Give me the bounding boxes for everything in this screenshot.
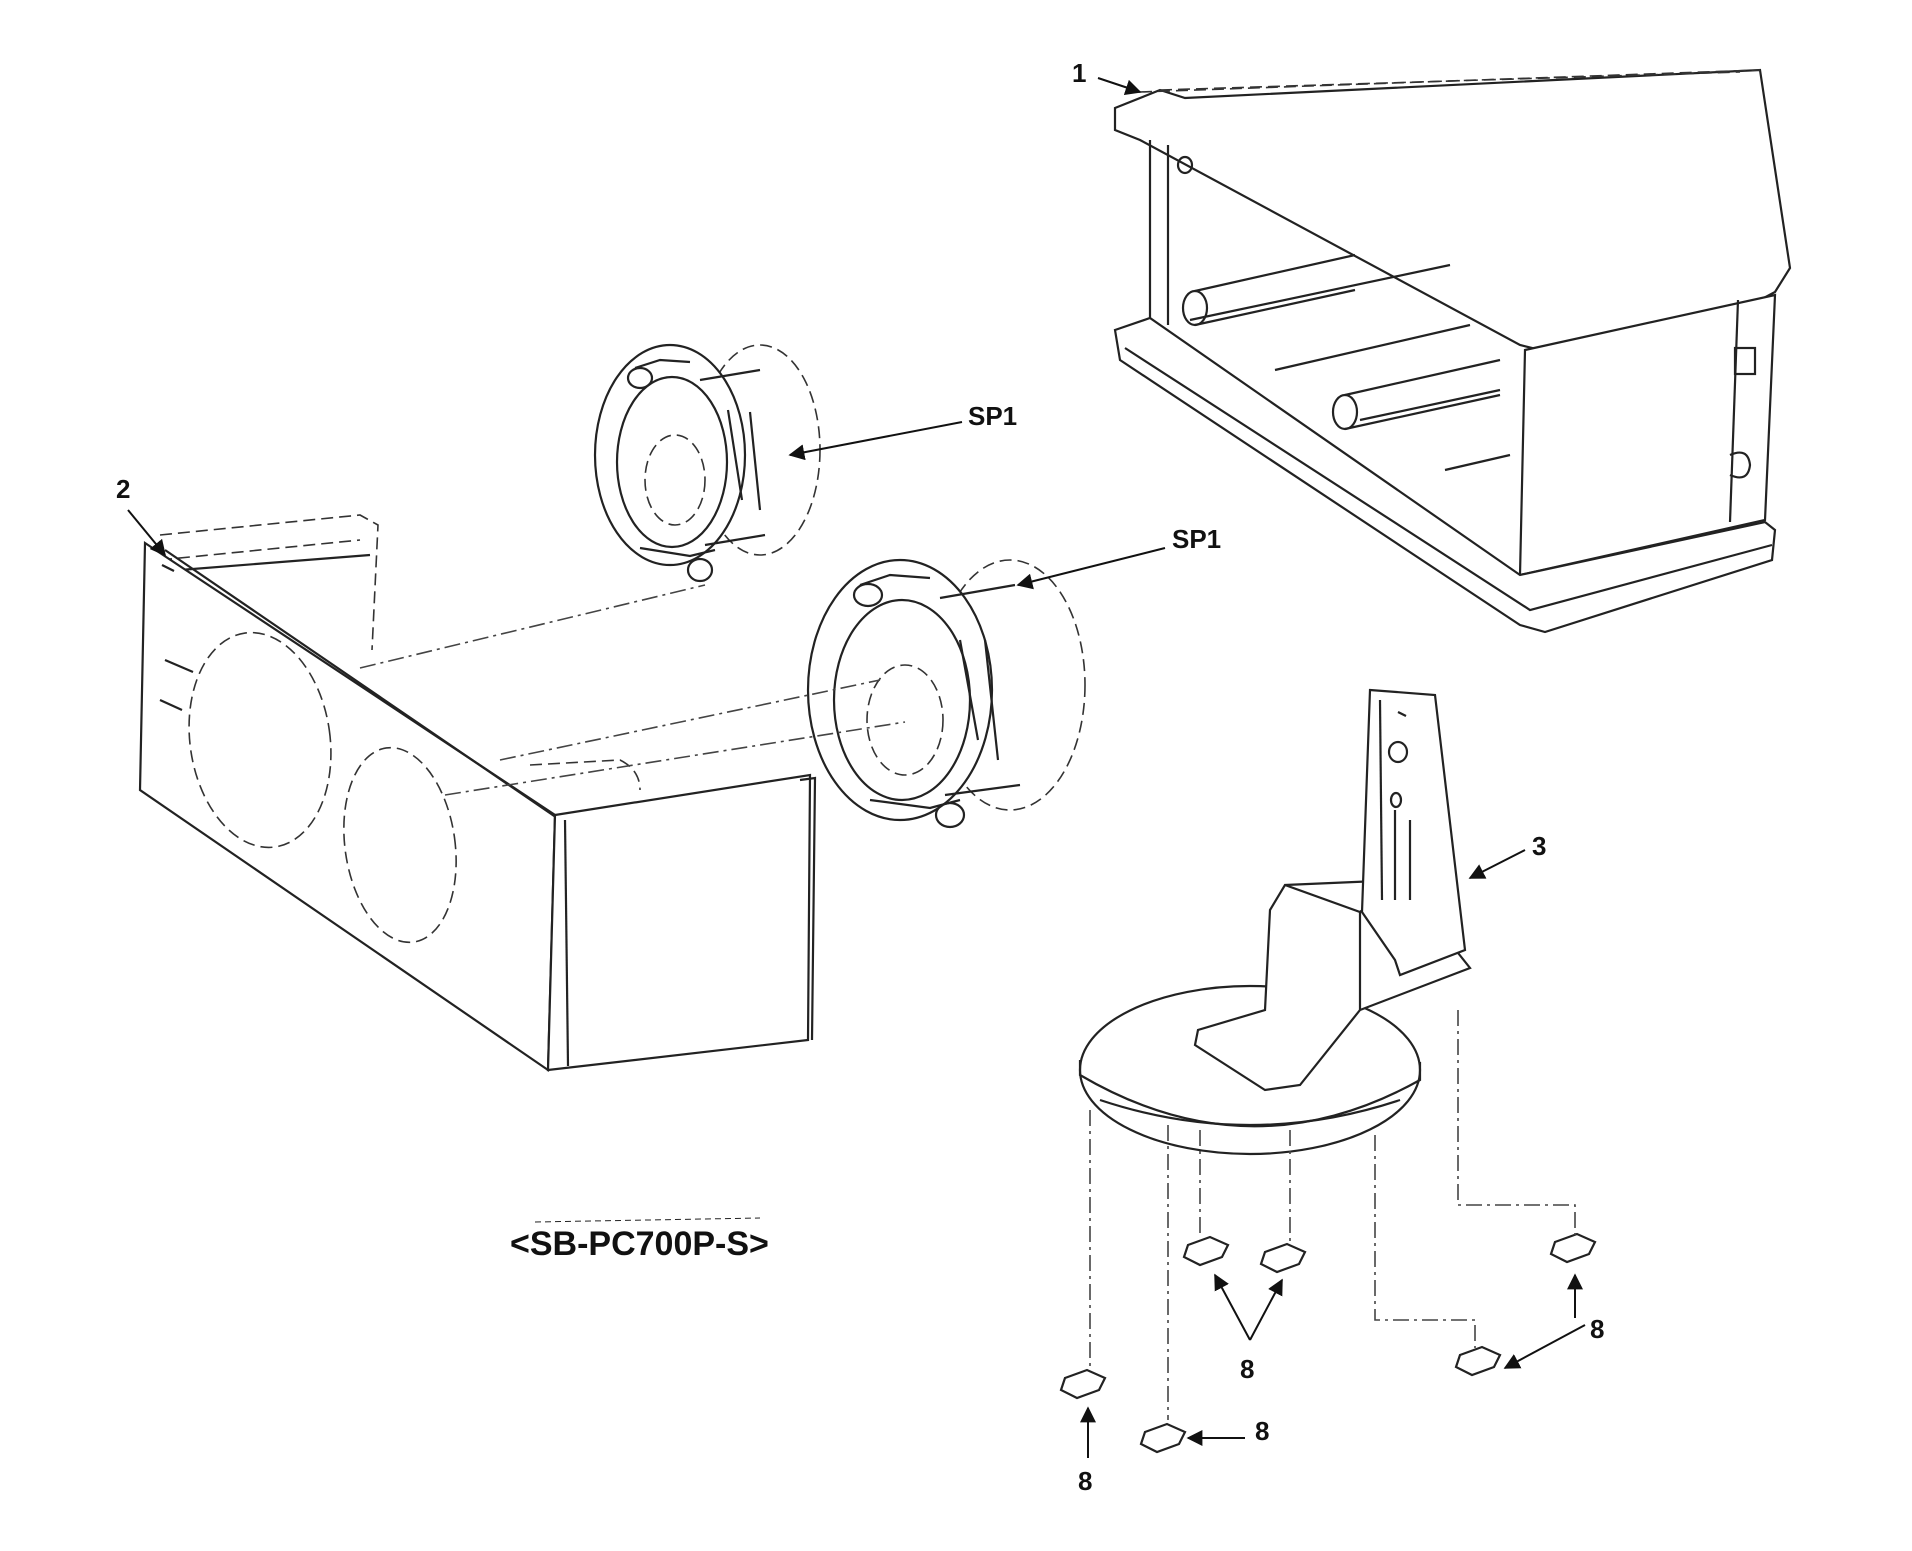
- enclosure-part: [1113, 68, 1792, 634]
- speaker-unit-lower: [806, 558, 1086, 829]
- callout-foot-right-group: 8: [1590, 1314, 1604, 1344]
- callout-stand: 3: [1532, 831, 1546, 861]
- callout-enclosure: 1: [1072, 58, 1086, 88]
- model-label-rule: [534, 1217, 761, 1223]
- callout-front-grille: 2: [116, 474, 130, 504]
- front-grille-part: [138, 514, 817, 1073]
- assembly-lines: [359, 584, 906, 796]
- callout-labels: 1 2 SP1 SP1 3 8 8 8 8: [116, 58, 1604, 1496]
- callout-foot-center-group: 8: [1240, 1354, 1254, 1384]
- foot-pad: [1059, 1368, 1107, 1400]
- stand-part: [1078, 688, 1472, 1156]
- foot-pad: [1182, 1235, 1230, 1267]
- callout-foot-bottom: 8: [1255, 1416, 1269, 1446]
- foot-assembly-lines: [1089, 1010, 1576, 1420]
- foot-pad: [1549, 1232, 1597, 1264]
- foot-pad: [1139, 1422, 1187, 1454]
- foot-pad: [1259, 1242, 1307, 1274]
- callout-foot-left: 8: [1078, 1466, 1092, 1496]
- callout-speaker-upper: SP1: [968, 401, 1017, 431]
- speaker-unit-upper: [593, 343, 821, 583]
- foot-pads: [1059, 1232, 1597, 1454]
- foot-pad: [1454, 1345, 1502, 1377]
- model-label: <SB-PC700P-S>: [510, 1225, 769, 1263]
- leader-arrows: [127, 77, 1586, 1458]
- callout-speaker-lower: SP1: [1172, 524, 1221, 554]
